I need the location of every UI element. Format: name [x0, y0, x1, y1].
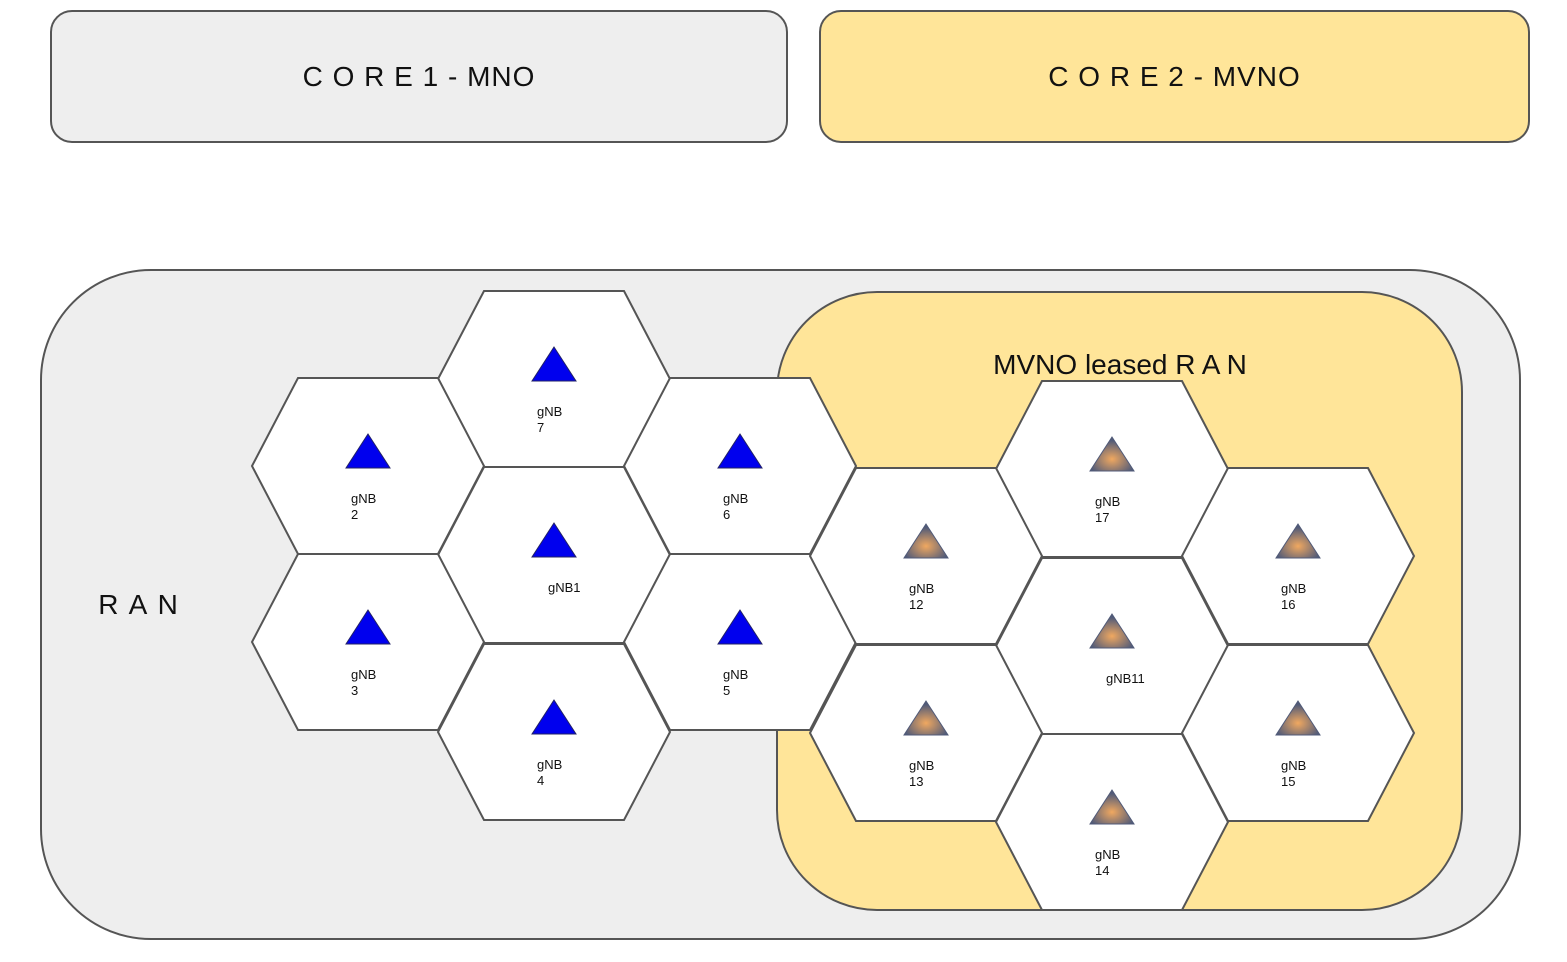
- cell-label-name: gNB: [1095, 494, 1120, 509]
- mvno-antenna-icon: [903, 700, 949, 736]
- cell-label-name: gNB: [909, 581, 934, 596]
- core-2-label: C O R E 2 - MVNO: [1048, 60, 1301, 92]
- mvno-leased-ran-label: MVNO leased R A N: [993, 349, 1247, 380]
- cell-label-name: gNB: [537, 757, 562, 772]
- mvno-antenna-icon: [1089, 436, 1135, 472]
- cell-label-number: 17: [1095, 510, 1109, 525]
- cell-label-number: 3: [351, 683, 358, 698]
- cell-label-name: gNB: [351, 667, 376, 682]
- cell-label-name: gNB: [1281, 581, 1306, 596]
- mvno-antenna-icon: [1275, 523, 1321, 559]
- cell-label-number: 7: [537, 420, 544, 435]
- cell-label-number: 13: [909, 774, 923, 789]
- mno-antenna-icon: [531, 522, 577, 558]
- cell-label-name: gNB: [723, 491, 748, 506]
- cell-label-name: gNB1: [548, 580, 581, 595]
- cell-label-number: 4: [537, 773, 544, 788]
- mno-antenna-icon: [531, 346, 577, 382]
- mvno-antenna-icon: [1089, 789, 1135, 825]
- cell-label-name: gNB: [351, 491, 376, 506]
- cells-layer: gNB7gNB2gNB6gNB1gNB3gNB5gNB4gNB17gNB12gN…: [250, 290, 1416, 911]
- cell-label-name: gNB: [1281, 758, 1306, 773]
- mvno-antenna-icon: [1089, 613, 1135, 649]
- cell-label-name: gNB: [723, 667, 748, 682]
- mno-antenna-icon: [717, 433, 763, 469]
- mvno-antenna-icon: [903, 523, 949, 559]
- mno-antenna-icon: [345, 433, 391, 469]
- cell-label-number: 14: [1095, 863, 1109, 878]
- mvno-antenna-icon: [1275, 700, 1321, 736]
- mno-antenna-icon: [717, 609, 763, 645]
- core-1-mno-box: C O R E 1 - MNO: [50, 10, 788, 143]
- cell-gnb11: gNB11: [994, 557, 1230, 735]
- cell-label-number: 2: [351, 507, 358, 522]
- mno-antenna-icon: [345, 609, 391, 645]
- cell-label-name: gNB: [537, 404, 562, 419]
- cell-label-name: gNB11: [1106, 671, 1145, 686]
- cell-label-number: 6: [723, 507, 730, 522]
- core-2-mvno-box: C O R E 2 - MVNO: [819, 10, 1530, 143]
- cell-label-name: gNB: [909, 758, 934, 773]
- cell-label-number: 15: [1281, 774, 1295, 789]
- ran-label: R A N: [98, 589, 180, 620]
- cell-label-number: 16: [1281, 597, 1295, 612]
- mno-antenna-icon: [531, 699, 577, 735]
- core-1-label: C O R E 1 - MNO: [302, 60, 536, 92]
- cell-label-number: 5: [723, 683, 730, 698]
- cell-label-name: gNB: [1095, 847, 1120, 862]
- cell-gnb1: gNB1: [436, 466, 672, 644]
- cell-label-number: 12: [909, 597, 923, 612]
